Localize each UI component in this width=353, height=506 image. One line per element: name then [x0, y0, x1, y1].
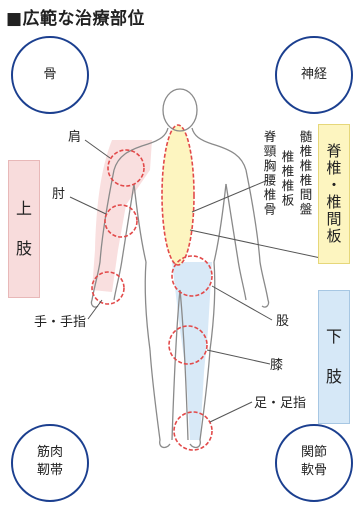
spine-column-left: 脊頸胸腰椎骨	[261, 130, 277, 217]
spine-column-middle: 椎椎椎板	[279, 150, 295, 208]
lower-limb-box: 下 肢	[318, 290, 350, 424]
shoulder-label: 肩	[68, 130, 82, 145]
upper-limb-label: 上 肢	[15, 199, 32, 258]
elbow-ring	[104, 204, 138, 238]
muscle-ligament-label: 筋肉 靭帯	[36, 445, 63, 478]
foot-ring	[173, 411, 213, 451]
nerve-circle	[275, 36, 353, 114]
shoulder-ring	[107, 149, 145, 187]
spine-box: 脊椎・椎間板	[318, 124, 350, 264]
hip-ring	[171, 255, 213, 297]
hip-label: 股	[276, 314, 290, 329]
muscle-ligament-circle	[11, 424, 89, 502]
knee-label: 膝	[270, 358, 284, 373]
knee-ring	[168, 325, 208, 365]
hand-ring	[91, 271, 125, 305]
spine-box-label: 脊椎・椎間板	[324, 143, 343, 245]
joint-cartilage-circle	[275, 424, 353, 502]
elbow-label: 肘	[52, 187, 66, 202]
upper-limb-highlight	[92, 140, 152, 292]
joint-cartilage-label: 関節 軟骨	[300, 445, 327, 478]
bone-circle	[11, 36, 89, 114]
nerve-label: 神経	[300, 67, 327, 82]
spine-highlight	[161, 124, 195, 266]
body-outline	[90, 88, 270, 449]
page-title: ■広範な治療部位	[6, 9, 146, 29]
hand-label: 手・手指	[34, 315, 87, 330]
spine-column-right: 髄椎椎椎間盤	[297, 130, 313, 217]
bone-label: 骨	[43, 67, 57, 82]
foot-label: 足・足指	[254, 396, 307, 411]
lower-limb-label: 下 肢	[325, 327, 342, 386]
upper-limb-box: 上 肢	[8, 160, 40, 298]
